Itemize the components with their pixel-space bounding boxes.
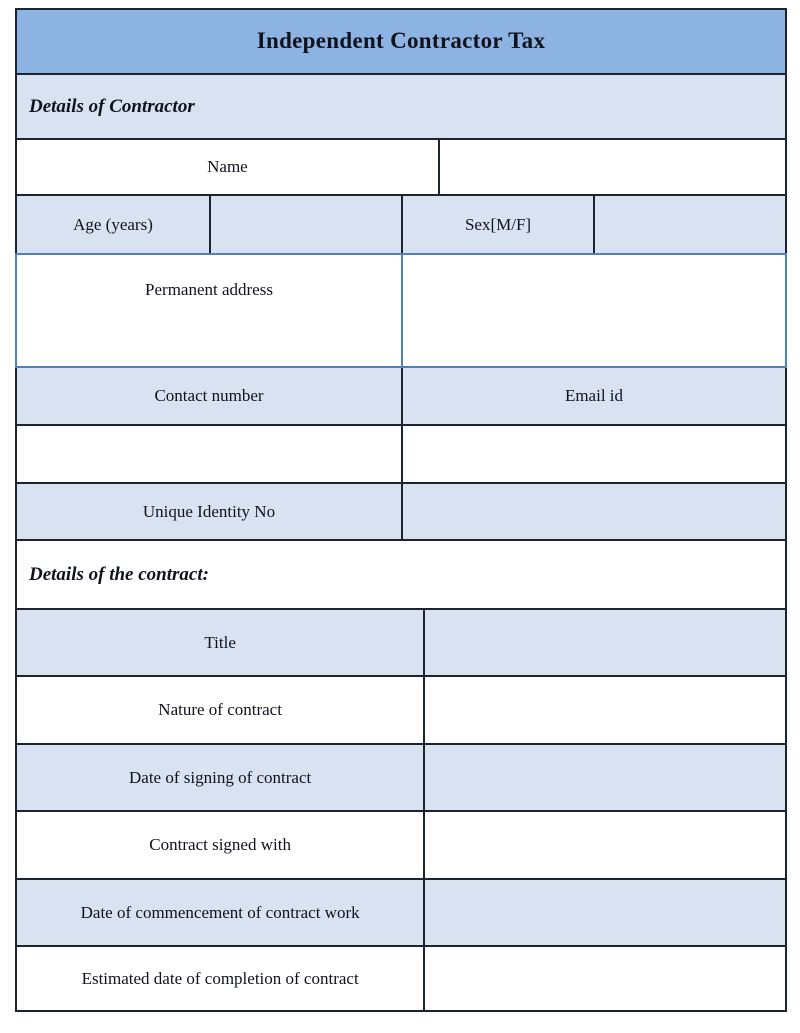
title-field-row: Title	[15, 610, 787, 677]
contact-number-label: Contact number	[154, 386, 264, 406]
estimated-completion-field-row: Estimated date of completion of contract	[15, 947, 787, 1012]
title-input-cell[interactable]	[423, 610, 785, 675]
estimated-completion-input-cell[interactable]	[423, 947, 785, 1010]
estimated-completion-label: Estimated date of completion of contract	[81, 968, 359, 988]
nature-of-contract-label: Nature of contract	[158, 700, 282, 720]
name-label: Name	[207, 157, 248, 177]
permanent-address-input-cell[interactable]	[401, 255, 785, 366]
nature-field-row: Nature of contract	[15, 677, 787, 745]
sex-label: Sex[M/F]	[401, 196, 593, 253]
unique-identity-input-cell[interactable]	[401, 484, 785, 539]
unique-identity-field-row: Unique Identity No	[15, 484, 787, 541]
email-label: Email id	[401, 368, 785, 424]
section-heading-contractor: Details of Contractor	[29, 95, 195, 117]
date-commencement-input-cell[interactable]	[423, 880, 785, 945]
date-signing-field-row: Date of signing of contract	[15, 745, 787, 812]
date-commencement-label: Date of commencement of contract work	[80, 902, 360, 922]
date-signing-label: Date of signing of contract	[129, 767, 312, 787]
signed-with-input-cell[interactable]	[423, 812, 785, 878]
contact-email-label-row: Contact number Email id	[15, 368, 787, 426]
signed-with-field-row: Contract signed with	[15, 812, 787, 880]
contact-email-input-row	[15, 426, 787, 484]
age-label: Age (years)	[73, 214, 153, 234]
section-contract-row: Details of the contract:	[15, 541, 787, 610]
section-heading-contract: Details of the contract:	[29, 563, 209, 585]
email-input-cell[interactable]	[401, 426, 785, 482]
permanent-address-field-row: Permanent address	[15, 253, 787, 368]
section-contractor-row: Details of Contractor	[15, 75, 787, 140]
age-input-cell[interactable]	[209, 196, 401, 253]
nature-of-contract-input-cell[interactable]	[423, 677, 785, 743]
sex-input-cell[interactable]	[593, 196, 785, 253]
contact-number-input-cell[interactable]	[17, 426, 401, 482]
contractor-tax-form: Independent Contractor Tax Details of Co…	[15, 8, 787, 1012]
date-signing-input-cell[interactable]	[423, 745, 785, 810]
title-label: Title	[204, 632, 236, 652]
signed-with-label: Contract signed with	[149, 835, 291, 855]
unique-identity-label: Unique Identity No	[142, 501, 276, 521]
age-sex-field-row: Age (years) Sex[M/F]	[15, 196, 787, 253]
name-field-row: Name	[15, 140, 787, 196]
form-header-row: Independent Contractor Tax	[15, 8, 787, 75]
date-commencement-field-row: Date of commencement of contract work	[15, 880, 787, 947]
name-input-cell[interactable]	[437, 140, 785, 194]
form-title: Independent Contractor Tax	[256, 28, 546, 54]
permanent-address-label: Permanent address	[145, 280, 273, 299]
